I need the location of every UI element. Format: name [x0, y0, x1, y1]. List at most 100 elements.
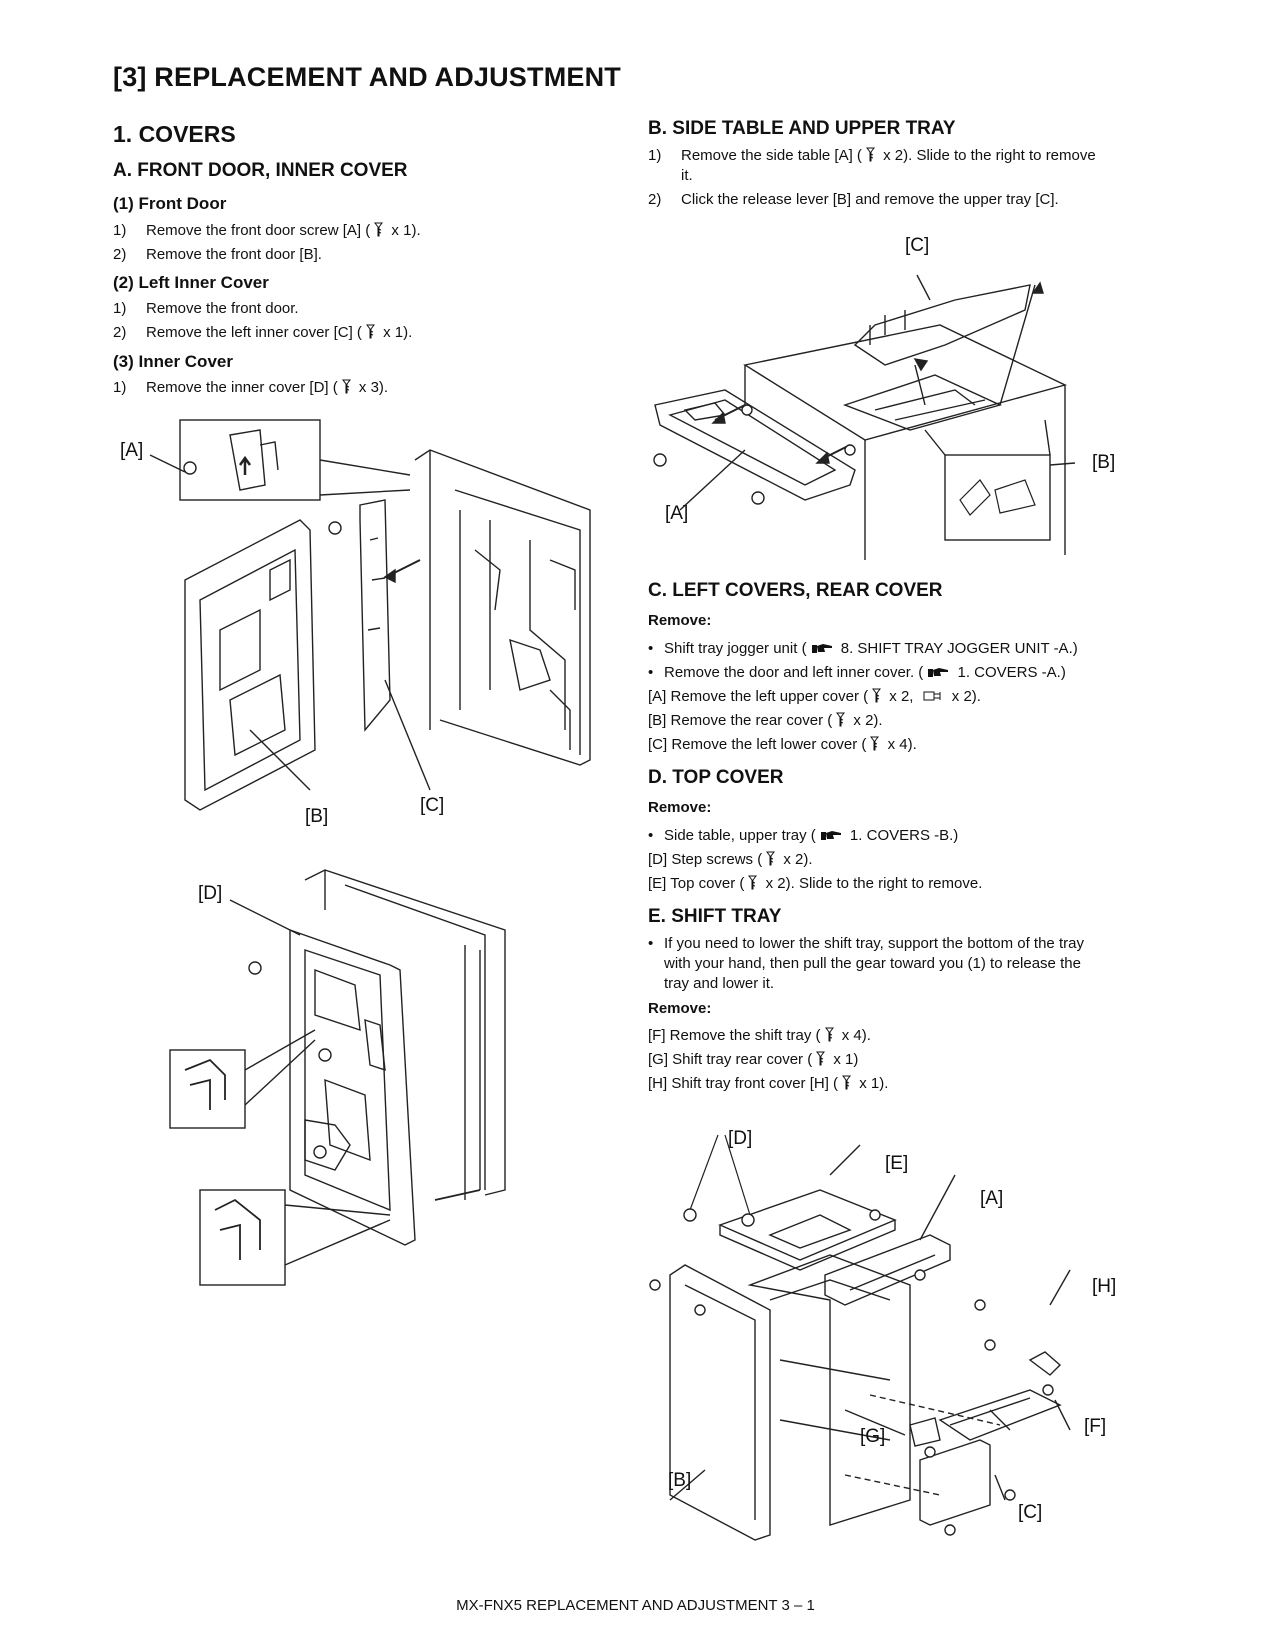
- bullet-text-end: 8. SHIFT TRAY JOGGER UNIT -A.): [836, 640, 1078, 657]
- figure-label-f: [F]: [1084, 1416, 1107, 1437]
- remove-label: Remove:: [648, 799, 712, 816]
- bullet-text-end: 1. COVERS -B.): [845, 827, 959, 844]
- step-side-table-1: 1) Remove the side table [A] ( x 2). Sli…: [648, 146, 1128, 186]
- step-text-end: x 3).: [354, 379, 389, 396]
- step-left-inner-cover-2: 2) Remove the left inner cover [C] ( x 1…: [113, 323, 593, 343]
- pointing-hand-icon: [928, 668, 949, 677]
- screw-icon: [748, 875, 758, 890]
- line-left-lower-cover: [C] Remove the left lower cover ( x 4).: [648, 735, 917, 755]
- line-shift-tray-rear-cover: [G] Shift tray rear cover ( x 1): [648, 1050, 858, 1070]
- figure-label-d: [D]: [728, 1128, 753, 1149]
- bullet-text: Shift tray jogger unit (: [664, 640, 807, 657]
- figure-label-e: [E]: [885, 1153, 909, 1174]
- bullet-text-line-3: tray and lower it.: [664, 975, 775, 992]
- line-text: [F] Remove the shift tray (: [648, 1027, 821, 1044]
- step-text: Remove the side table [A] (: [681, 147, 862, 164]
- pointing-hand-icon: [811, 644, 832, 653]
- line-text: [H] Shift tray front cover [H] (: [648, 1075, 839, 1092]
- step-side-table-2: 2) Click the release lever [B] and remov…: [648, 190, 1128, 210]
- step-text: Click the release lever [B] and remove t…: [681, 191, 1059, 208]
- line-text-end: x 2).: [849, 712, 883, 729]
- bullet-text-end: 1. COVERS -A.): [953, 664, 1066, 681]
- line-text: [A] Remove the left upper cover (: [648, 688, 869, 705]
- exploded-covers-figure: [649, 1134, 1071, 1541]
- step-text: Remove the left inner cover [C] (: [146, 324, 362, 341]
- step-text: Remove the front door.: [146, 300, 299, 317]
- figure-label-d: [D]: [198, 883, 223, 904]
- remove-label: Remove:: [648, 612, 712, 629]
- step-text-end: x 1).: [387, 222, 421, 239]
- step-text: Remove the front door [B].: [146, 246, 322, 263]
- pointing-hand-icon: [820, 831, 841, 840]
- figure-label-b: [B]: [1092, 452, 1116, 473]
- step-number: 2): [113, 324, 127, 341]
- heading-inner-cover: (3) Inner Cover: [113, 352, 233, 371]
- figure-label-a: [A]: [120, 440, 144, 461]
- step-number: 1): [113, 222, 127, 239]
- figure-label-a: [A]: [980, 1188, 1004, 1209]
- line-rear-cover: [B] Remove the rear cover ( x 2).: [648, 711, 883, 731]
- section-heading-covers: 1. COVERS: [113, 121, 236, 147]
- line-left-upper-cover: [A] Remove the left upper cover ( x 2, x…: [648, 687, 981, 707]
- step-inner-cover-1: 1) Remove the inner cover [D] ( x 3).: [113, 378, 593, 398]
- figure-label-c: [C]: [905, 235, 930, 256]
- bullet-text: Remove the door and left inner cover. (: [664, 664, 924, 681]
- screw-icon: [836, 712, 846, 727]
- line-text-end: x 4).: [883, 736, 917, 753]
- line-text: [D] Step screws (: [648, 851, 763, 868]
- inner-cover-figure: [169, 869, 506, 1286]
- line-shift-tray-front-cover: [H] Shift tray front cover [H] ( x 1).: [648, 1074, 888, 1094]
- subsection-heading-side-table: B. SIDE TABLE AND UPPER TRAY: [648, 118, 956, 139]
- line-step-screws: [D] Step screws ( x 2).: [648, 850, 813, 870]
- page-footer: MX-FNX5 REPLACEMENT AND ADJUSTMENT 3 – 1: [456, 1597, 815, 1614]
- screw-icon: [374, 222, 384, 237]
- bullet-text-line-1: If you need to lower the shift tray, sup…: [664, 935, 1084, 952]
- subsection-heading-shift-tray: E. SHIFT TRAY: [648, 906, 782, 927]
- screw-icon: [766, 851, 776, 866]
- figure-label-b: [B]: [305, 806, 329, 827]
- step-number: 2): [113, 246, 127, 263]
- bullet-shift-tray-jogger: • Shift tray jogger unit ( 8. SHIFT TRAY…: [648, 640, 1078, 657]
- line-text: [E] Top cover (: [648, 875, 745, 892]
- connector-icon: [923, 691, 941, 701]
- line-text-end: x 4).: [837, 1027, 871, 1044]
- screw-icon: [824, 1027, 834, 1042]
- step-text: Remove the inner cover [D] (: [146, 379, 338, 396]
- line-text-end: x 2).: [779, 851, 813, 868]
- step-text: Remove the front door screw [A] (: [146, 222, 371, 239]
- figure-label-a: [A]: [665, 503, 689, 524]
- bullet-text-line-2: with your hand, then pull the gear towar…: [664, 955, 1081, 972]
- step-number: 1): [113, 379, 127, 396]
- subsection-heading-top-cover: D. TOP COVER: [648, 767, 784, 788]
- step-front-door-2: 2) Remove the front door [B].: [113, 245, 593, 265]
- front-door-figure: [149, 419, 591, 811]
- step-front-door-1: 1) Remove the front door screw [A] ( x 1…: [113, 221, 593, 241]
- step-number: 1): [648, 147, 662, 164]
- figure-label-c: [C]: [420, 795, 445, 816]
- screw-icon: [365, 324, 375, 339]
- step-left-inner-cover-1: 1) Remove the front door.: [113, 299, 593, 319]
- line-text-end: x 2).: [947, 688, 981, 705]
- line-text: [B] Remove the rear cover (: [648, 712, 833, 729]
- line-top-cover: [E] Top cover ( x 2). Slide to the right…: [648, 874, 982, 894]
- line-text-end: x 1): [829, 1051, 859, 1068]
- line-shift-tray: [F] Remove the shift tray ( x 4).: [648, 1026, 871, 1046]
- subsection-heading-front-door-inner-cover: A. FRONT DOOR, INNER COVER: [113, 160, 408, 181]
- step-number: 2): [648, 191, 662, 208]
- bullet-lower-shift-tray: • If you need to lower the shift tray, s…: [648, 935, 1084, 992]
- page-title: [3] REPLACEMENT AND ADJUSTMENT: [113, 62, 622, 92]
- screw-icon: [872, 688, 882, 703]
- screw-icon: [870, 736, 880, 751]
- step-text-continued: it.: [681, 167, 693, 184]
- bullet-side-table-upper-tray: • Side table, upper tray ( 1. COVERS -B.…: [648, 827, 959, 844]
- line-text-end: x 1).: [855, 1075, 889, 1092]
- heading-front-door: (1) Front Door: [113, 194, 227, 213]
- screw-icon: [842, 1075, 852, 1090]
- side-table-figure: [653, 274, 1076, 560]
- step-text-end: x 2). Slide to the right to remove: [878, 147, 1096, 164]
- figure-label-h: [H]: [1092, 1276, 1117, 1297]
- step-number: 1): [113, 300, 127, 317]
- line-text: [G] Shift tray rear cover (: [648, 1051, 813, 1068]
- line-text-end: x 2). Slide to the right to remove.: [761, 875, 983, 892]
- bullet-text: Side table, upper tray (: [664, 827, 816, 844]
